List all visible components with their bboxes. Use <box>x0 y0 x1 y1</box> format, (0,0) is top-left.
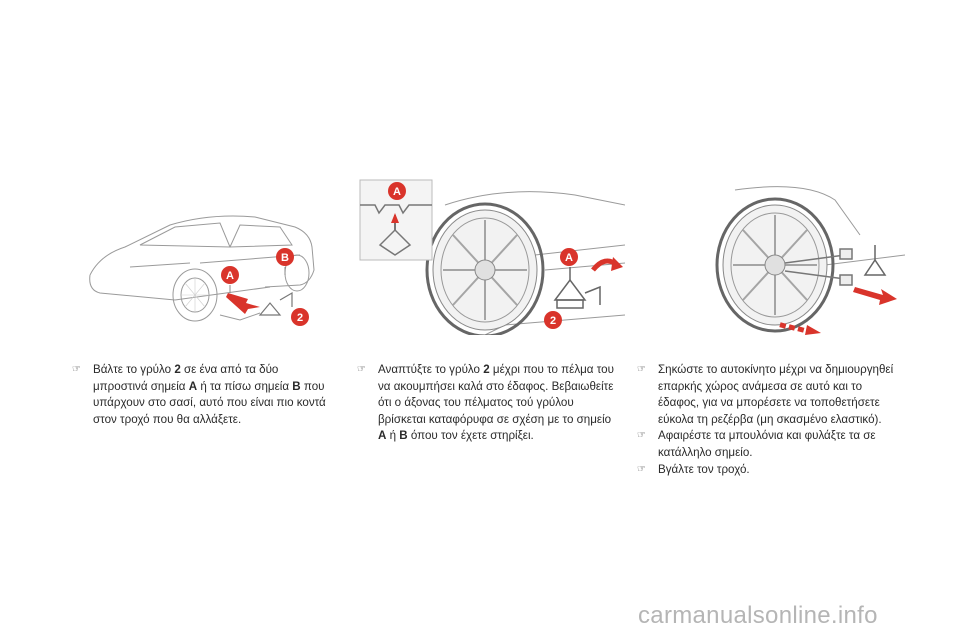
step-text: Βάλτε το γρύλο <box>93 363 175 376</box>
marker-2: 2 <box>297 312 303 324</box>
step-text: μέχρι που το πέλμα του να ακουμπήσει καλ… <box>378 363 614 426</box>
step-text: Βγάλτε τον τροχό. <box>658 462 750 476</box>
ref-jack-2: 2 <box>174 363 181 376</box>
step-place-jack: ☞ Βάλτε το γρύλο 2 σε ένα από τα δύο μπρ… <box>70 362 332 428</box>
pointing-hand-icon: ☞ <box>72 364 81 375</box>
watermark: carmanualsonline.info <box>638 602 878 629</box>
step-raise-car: ☞ Σηκώστε το αυτοκίνητο μέχρι να δημιουρ… <box>635 362 897 428</box>
car-side-drawing: A B 2 <box>89 215 315 326</box>
step-text: σε ένα από τα δύο μπροστινά σημεία <box>93 363 279 393</box>
instruction-column-3: ☞ Σηκώστε το αυτοκίνητο μέχρι να δημιουρ… <box>635 362 897 478</box>
pointing-hand-icon: ☞ <box>357 364 366 375</box>
ref-jack-2: 2 <box>483 363 490 376</box>
illustration-jack-deploy: A A 2 <box>355 175 625 335</box>
pointing-hand-icon: ☞ <box>637 364 646 375</box>
wheel-removal-drawing <box>715 186 905 335</box>
marker-2: 2 <box>550 315 556 327</box>
step-remove-bolts: ☞ Αφαιρέστε τα μπουλόνια και φυλάξτε τα … <box>635 428 897 461</box>
step-text: όπου τον έχετε στηρίξει. <box>407 429 534 443</box>
step-text: Αφαιρέστε τα μπουλόνια και φυλάξτε τα σε… <box>658 429 876 459</box>
illustration-car-jack-points: A B 2 <box>70 175 340 335</box>
marker-b: B <box>281 252 289 264</box>
step-deploy-jack: ☞ Αναπτύξτε το γρύλο 2 μέχρι που το πέλμ… <box>355 362 617 445</box>
step-text: Αναπτύξτε το γρύλο <box>378 363 484 376</box>
marker-a: A <box>565 252 573 264</box>
wheel-jack-drawing: A A 2 <box>359 179 625 335</box>
inset-marker-a: A <box>393 186 401 198</box>
ref-point-b: B <box>399 429 408 443</box>
marker-a: A <box>226 270 234 282</box>
pointing-hand-icon: ☞ <box>637 430 646 442</box>
ref-point-a: A <box>188 379 198 393</box>
ref-point-b: B <box>292 379 301 393</box>
illustration-remove-wheel <box>635 175 905 335</box>
instruction-column-1: ☞ Βάλτε το γρύλο 2 σε ένα από τα δύο μπρ… <box>70 362 332 428</box>
pointing-hand-icon: ☞ <box>637 463 646 475</box>
step-text: Σηκώστε το αυτοκίνητο μέχρι να δημιουργη… <box>658 363 894 426</box>
step-remove-wheel: ☞ Βγάλτε τον τροχό. <box>635 462 897 479</box>
instruction-column-2: ☞ Αναπτύξτε το γρύλο 2 μέχρι που το πέλμ… <box>355 362 617 445</box>
step-text: που υπάρχουν στο σασί, αυτό που είναι πι… <box>93 379 326 426</box>
step-text: ή <box>386 429 400 443</box>
ref-point-a: A <box>378 429 387 443</box>
step-text: ή τα πίσω σημεία <box>197 379 293 393</box>
